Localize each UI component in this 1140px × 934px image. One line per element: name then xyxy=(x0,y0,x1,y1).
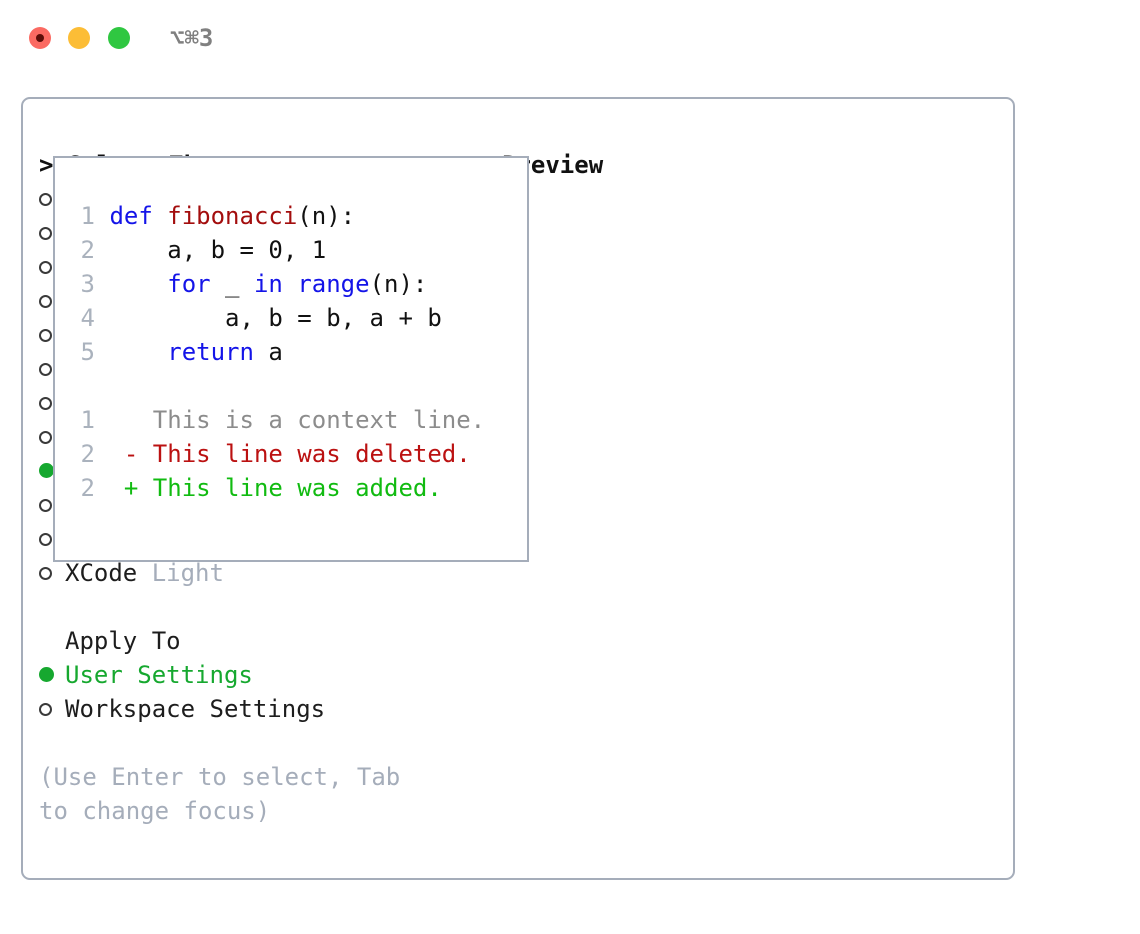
spacer xyxy=(39,590,489,624)
maximize-button[interactable] xyxy=(108,27,130,49)
apply-to-header: Apply To xyxy=(65,627,181,655)
radio-unselected-icon xyxy=(39,182,65,216)
code-line: 1 def fibonacci(n): xyxy=(55,199,531,233)
apply-to-option-user-settings[interactable]: User Settings xyxy=(39,658,489,692)
apply-to-option-label: User Settings xyxy=(65,661,253,689)
code-token xyxy=(283,270,297,298)
dialog-panel: > Select Theme ANSI DarkAtom One DarkAyu… xyxy=(21,97,1015,880)
theme-option-xcode[interactable]: XCode Light xyxy=(39,556,489,590)
diff-lines: 1 This is a context line.2 - This line w… xyxy=(55,403,531,505)
diff-line-text: This is a context line. xyxy=(109,406,486,434)
radio-unselected-icon xyxy=(39,250,65,284)
title-bar: ⌥⌘3 xyxy=(0,0,1140,78)
code-token xyxy=(109,270,167,298)
code-token: a, b = 0, 1 xyxy=(109,236,327,264)
diff-line: 2 - This line was deleted. xyxy=(55,437,531,471)
code-line-number: 4 xyxy=(80,304,95,332)
code-line: 3 for _ in range(n): xyxy=(55,267,531,301)
diff-line-text: - This line was deleted. xyxy=(109,440,471,468)
radio-selected-icon xyxy=(39,658,65,692)
code-blank-line xyxy=(55,369,531,403)
diff-line: 2 + This line was added. xyxy=(55,471,531,505)
diff-line: 1 This is a context line. xyxy=(55,403,531,437)
code-token: def xyxy=(109,202,168,230)
code-token: (n): xyxy=(297,202,356,230)
radio-unselected-icon xyxy=(39,352,65,386)
code-token: a xyxy=(253,338,283,366)
radio-unselected-icon xyxy=(39,556,65,590)
radio-unselected-icon xyxy=(39,488,65,522)
code-token: _ xyxy=(210,270,254,298)
theme-option-category: Light xyxy=(137,559,224,587)
diff-line-number: 2 xyxy=(80,440,95,468)
preview-column: Preview xyxy=(502,148,1002,182)
code-line-number: 1 xyxy=(80,202,95,230)
diff-line-text: + This line was added. xyxy=(109,474,442,502)
diff-line-number: 1 xyxy=(80,406,95,434)
close-icon xyxy=(36,34,44,42)
preview-title: Preview xyxy=(502,151,604,179)
apply-to-option-label: Workspace Settings xyxy=(65,695,326,723)
code-line-number: 2 xyxy=(80,236,95,264)
keyboard-shortcut-label: ⌥⌘3 xyxy=(170,24,214,52)
code-token: range xyxy=(297,270,370,298)
radio-unselected-icon xyxy=(39,284,65,318)
radio-unselected-icon xyxy=(39,420,65,454)
code-line: 5 return a xyxy=(55,335,531,369)
radio-selected-icon xyxy=(39,454,65,488)
code-token xyxy=(109,338,167,366)
code-line: 2 a, b = 0, 1 xyxy=(55,233,531,267)
code-line-number: 3 xyxy=(80,270,95,298)
radio-unselected-icon xyxy=(39,318,65,352)
code-token: return xyxy=(167,338,254,366)
radio-unselected-icon xyxy=(39,386,65,420)
radio-unselected-icon xyxy=(39,692,65,726)
minimize-button[interactable] xyxy=(68,27,90,49)
code-line-number: 5 xyxy=(80,338,95,366)
code-token: (n): xyxy=(369,270,428,298)
radio-unselected-icon xyxy=(39,216,65,250)
keyboard-hint-text: (Use Enter to select, Tab to change focu… xyxy=(39,763,401,825)
radio-unselected-icon xyxy=(39,522,65,556)
code-token: fibonacci xyxy=(167,202,298,230)
code-line: 4 a, b = b, a + b xyxy=(55,301,531,335)
code-token: for xyxy=(167,270,211,298)
apply-to-option-workspace-settings[interactable]: Workspace Settings xyxy=(39,692,489,726)
diff-line-number: 2 xyxy=(80,474,95,502)
code-token: a, b = b, a + b xyxy=(109,304,442,332)
code-token: in xyxy=(253,270,283,298)
theme-option-label: XCode xyxy=(65,559,138,587)
